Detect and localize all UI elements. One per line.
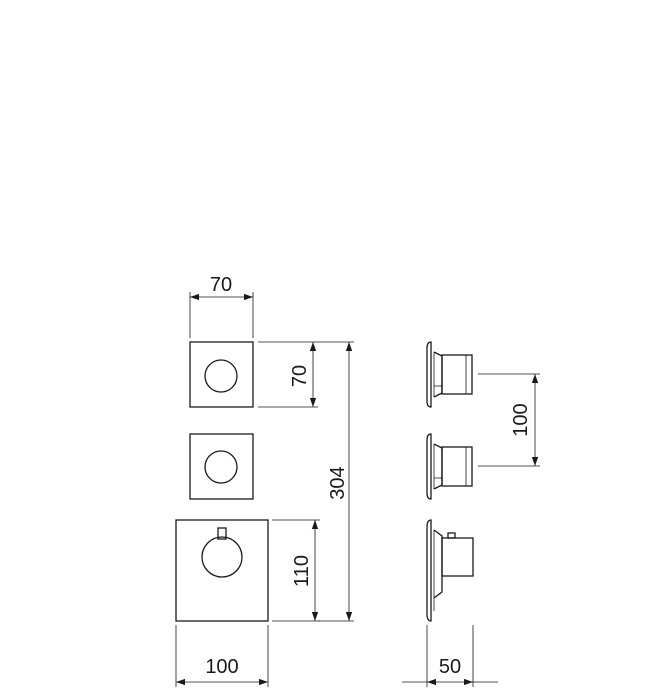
- middle-plate: [189, 433, 254, 500]
- dim-label-side-spacing: 100: [510, 403, 532, 436]
- dim-top-plate-width: 70: [189, 274, 254, 338]
- dim-label-side-depth: 50: [439, 656, 461, 678]
- dim-label-top-plate-width: 70: [210, 274, 232, 296]
- dim-side-depth: 50: [402, 625, 498, 687]
- bottom-plate: [175, 519, 269, 622]
- dim-label-bottom-plate-height: 110: [291, 555, 313, 587]
- dim-bottom-plate-width: 100: [175, 625, 269, 687]
- dim-label-top-plate-height: 70: [289, 365, 311, 387]
- side-view: [426, 341, 474, 622]
- dim-side-spacing: 100: [478, 373, 540, 467]
- side-middle-unit: [426, 433, 473, 500]
- side-bottom-unit: [426, 519, 474, 622]
- dim-label-overall-height: 304: [327, 466, 349, 499]
- dim-top-plate-height: 70: [258, 341, 318, 408]
- dim-overall-height: 304: [318, 341, 354, 622]
- front-view: [175, 341, 269, 622]
- dim-label-bottom-plate-width: 100: [205, 656, 238, 678]
- top-plate: [189, 341, 254, 408]
- side-top-unit: [426, 341, 473, 408]
- dim-bottom-plate-height: 110: [272, 519, 320, 622]
